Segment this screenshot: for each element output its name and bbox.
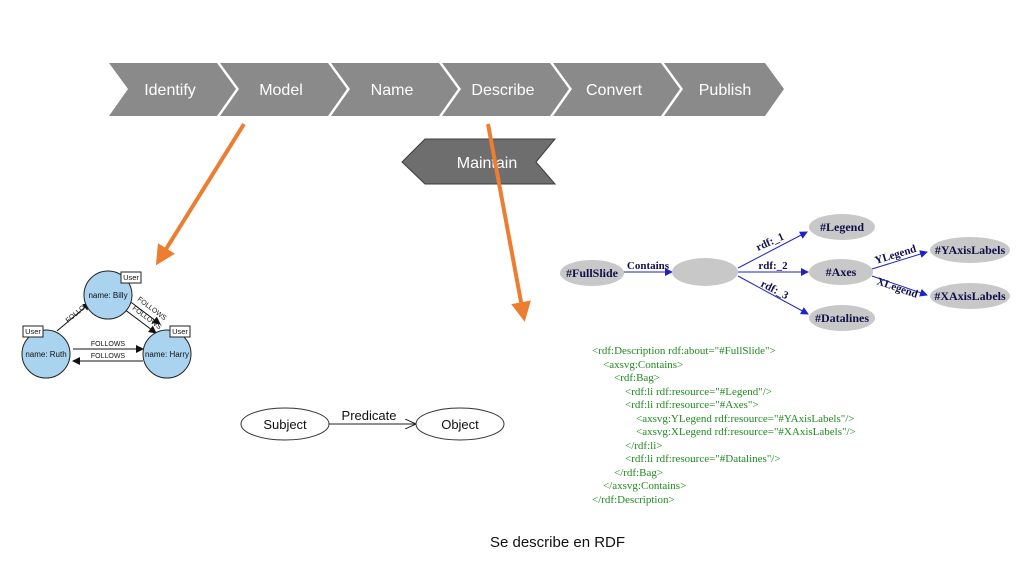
xml-line: <rdf:li rdf:resource="#Axes"> — [592, 399, 759, 411]
rdf-edge-ylegend — [871, 250, 928, 270]
xml-line: </rdf:Description> — [592, 493, 675, 506]
step-convert: Convert — [553, 63, 680, 116]
graph-node-ruth: name: Ruth User — [21, 325, 71, 379]
maintain-label: Maintain — [457, 155, 517, 172]
node-label: name: Harry — [145, 350, 189, 359]
rdf-node-fullslide — [560, 260, 624, 286]
step-describe: Describe — [442, 63, 569, 116]
pointer-arrow-model — [155, 122, 246, 266]
rdf-node-axes — [809, 259, 873, 285]
edge-label: FOLLOWS — [91, 341, 126, 348]
rdf-node-legend — [809, 214, 875, 240]
edge-ruth-billy — [56, 302, 91, 332]
rdf-edge-label: YLegend — [873, 243, 917, 267]
step-publish: Publish — [664, 63, 784, 116]
slide-caption: Se describe en RDF — [489, 534, 626, 551]
rdf-edge-li1 — [737, 231, 808, 269]
graph-node-billy: name: Billy User — [83, 270, 142, 320]
xml-line: <rdf:Bag> — [592, 372, 661, 384]
rdf-edge-label: rdf:_3 — [759, 278, 791, 302]
xml-line: </rdf:li> — [592, 439, 663, 452]
rdf-graph: Contains rdf:_1 rdf:_2 rdf:_3 YLegend XL… — [560, 214, 1010, 331]
rdf-xml-code: <rdf:Description rdf:about="#FullSlide">… — [592, 345, 856, 507]
rdf-node-label: #XAxisLabels — [934, 289, 1006, 303]
step-identify: Identify — [109, 63, 236, 116]
step-model: Model — [220, 63, 347, 116]
node-label: name: Ruth — [25, 350, 66, 359]
object-node — [415, 407, 505, 441]
xml-line: <rdf:li rdf:resource="#Legend"/> — [592, 385, 773, 398]
edge-billy-harry-2 — [123, 308, 157, 334]
rdf-edge-label: Contains — [627, 260, 670, 272]
rdf-edge-xlegend — [871, 275, 928, 297]
subject-label: Subject — [263, 417, 307, 432]
graph-example: FOLLOWS FOLLOWS FOLLOWS FOLLOWS FOLLOWS … — [21, 270, 192, 379]
node-label: name: Billy — [88, 291, 127, 300]
step-label: Model — [259, 82, 303, 99]
rdf-node-label: #Legend — [820, 220, 864, 234]
rdf-node-label: #Datalines — [815, 311, 869, 325]
predicate-label: Predicate — [342, 408, 397, 423]
step-maintain: Maintain — [401, 138, 557, 185]
rdf-edge-label: rdf:_2 — [758, 260, 788, 272]
edge-label: FOLLOWS — [91, 353, 126, 360]
edge-billy-harry-1 — [127, 299, 161, 325]
step-label: Describe — [471, 82, 534, 99]
xml-line: <axsvg:YLegend rdf:resource="#YAxisLabel… — [592, 412, 855, 425]
node-tag: User — [25, 327, 41, 336]
step-label: Identify — [144, 82, 196, 99]
xml-line: <axsvg:XLegend rdf:resource="#XAxisLabel… — [592, 426, 856, 438]
xml-line: </rdf:Bag> — [592, 466, 664, 479]
rdf-node-label: #YAxisLabels — [935, 243, 1006, 257]
rdf-node-bag — [672, 258, 738, 286]
rdf-node-yaxislabels — [930, 237, 1010, 263]
pointer-arrow-describe — [486, 123, 531, 322]
xml-line: <rdf:Description rdf:about="#FullSlide"> — [592, 345, 776, 357]
step-label: Convert — [586, 82, 643, 99]
rdf-node-label: #FullSlide — [566, 266, 619, 280]
rdf-node-label: #Axes — [826, 265, 857, 279]
step-label: Name — [371, 82, 414, 99]
rdf-node-xaxislabels — [930, 283, 1010, 309]
xml-line: <axsvg:Contains> — [592, 358, 684, 371]
step-label: Publish — [699, 82, 751, 99]
rdf-edge-label: rdf:_1 — [754, 231, 786, 254]
rdf-edge-label: XLegend — [875, 275, 919, 300]
process-flow: Identify Model Name Describe Convert Pub… — [109, 63, 784, 116]
triple-diagram: Subject Predicate Object — [240, 407, 505, 441]
xml-line: </axsvg:Contains> — [592, 480, 687, 492]
node-tag: User — [123, 273, 139, 282]
node-tag: User — [172, 327, 188, 336]
rdf-node-datalines — [809, 305, 875, 331]
step-name: Name — [331, 63, 458, 116]
xml-line: <rdf:li rdf:resource="#Datalines"/> — [592, 453, 781, 465]
graph-node-harry: name: Harry User — [142, 325, 192, 379]
object-label: Object — [441, 417, 479, 432]
rdf-edge-li3 — [737, 275, 809, 315]
